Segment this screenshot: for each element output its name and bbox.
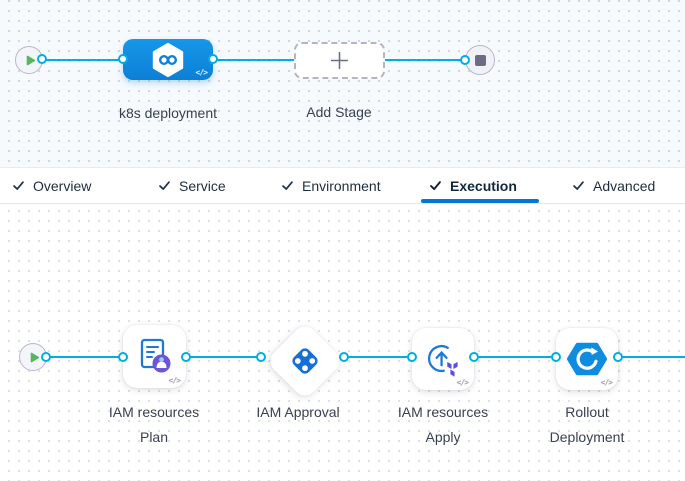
step-iam-resources-plan[interactable]: </>: [123, 325, 186, 388]
step-label-line: IAM resources: [108, 404, 200, 420]
check-icon: [572, 179, 585, 192]
check-icon: [158, 179, 171, 192]
code-icon: </>: [456, 378, 469, 387]
pipeline-end-node: [465, 45, 495, 75]
connector-dot[interactable]: [460, 55, 470, 65]
deployment-stage-icon: [149, 41, 187, 79]
step-label-line: Apply: [425, 429, 461, 445]
connector-dot[interactable]: [407, 352, 417, 362]
step-label-line: Deployment: [549, 429, 625, 445]
play-icon: [24, 54, 37, 67]
terraform-plan-icon: [135, 337, 175, 377]
connector-dot[interactable]: [118, 352, 128, 362]
connector-dot[interactable]: [118, 54, 128, 64]
stop-icon: [474, 54, 486, 66]
step-rollout-deployment[interactable]: </>: [556, 328, 618, 390]
step-label: IAM resources Apply: [343, 400, 543, 450]
tab-overview[interactable]: Overview: [12, 168, 91, 203]
tab-label: Overview: [33, 177, 92, 194]
add-stage-label: Add Stage: [306, 104, 372, 120]
step-iam-approval[interactable]: [265, 321, 345, 401]
connector-dot[interactable]: [339, 352, 349, 362]
stage-label: k8s deployment: [118, 105, 218, 121]
add-stage-button[interactable]: [294, 42, 385, 79]
code-icon: </>: [600, 378, 613, 387]
stage-graph-canvas: [0, 0, 685, 167]
code-icon: </>: [168, 376, 181, 385]
step-label-line: IAM resources: [397, 404, 489, 420]
connector-dot[interactable]: [613, 352, 623, 362]
edge-start-to-stage: [42, 59, 123, 61]
step-label-line: Plan: [139, 429, 169, 445]
edge: [186, 356, 262, 358]
connector-dot[interactable]: [37, 54, 47, 64]
step-label: IAM resources Plan: [54, 400, 254, 450]
terraform-apply-icon: [422, 338, 464, 380]
edge: [46, 356, 124, 358]
k8s-rollout-icon: [566, 338, 608, 380]
tab-execution[interactable]: Execution: [429, 168, 517, 203]
plus-icon: [329, 50, 350, 71]
connector-dot[interactable]: [181, 352, 191, 362]
step-label-line: IAM Approval: [256, 404, 340, 420]
connector-dot[interactable]: [256, 352, 266, 362]
play-icon: [28, 351, 41, 364]
tab-label: Service: [179, 177, 226, 194]
active-tab-underline: [421, 199, 539, 203]
tab-advanced[interactable]: Advanced: [572, 168, 655, 203]
edge-stage-to-addstage: [213, 59, 295, 61]
check-icon: [429, 179, 442, 192]
check-icon: [12, 179, 25, 192]
step-label: Rollout Deployment: [487, 400, 685, 450]
tab-service[interactable]: Service: [158, 168, 226, 203]
approval-icon: [287, 343, 323, 379]
step-label-line: Rollout: [565, 404, 609, 420]
code-icon: </>: [195, 68, 208, 77]
connector-dot[interactable]: [41, 352, 51, 362]
step-label: IAM Approval: [198, 400, 398, 425]
edge-addstage-to-end: [384, 59, 465, 61]
stage-config-tabbar: Overview Service Environment Execution A…: [0, 167, 685, 204]
edge: [344, 356, 412, 358]
edge: [617, 356, 685, 358]
edge: [473, 356, 556, 358]
tab-environment[interactable]: Environment: [281, 168, 381, 203]
connector-dot[interactable]: [469, 352, 479, 362]
connector-dot[interactable]: [208, 54, 218, 64]
tab-label: Advanced: [593, 177, 656, 194]
step-iam-resources-apply[interactable]: </>: [412, 328, 474, 390]
connector-dot[interactable]: [551, 352, 561, 362]
stage-node-k8s-deployment[interactable]: </>: [123, 39, 213, 80]
tab-label: Environment: [302, 177, 381, 194]
check-icon: [281, 179, 294, 192]
tab-label: Execution: [450, 177, 517, 194]
